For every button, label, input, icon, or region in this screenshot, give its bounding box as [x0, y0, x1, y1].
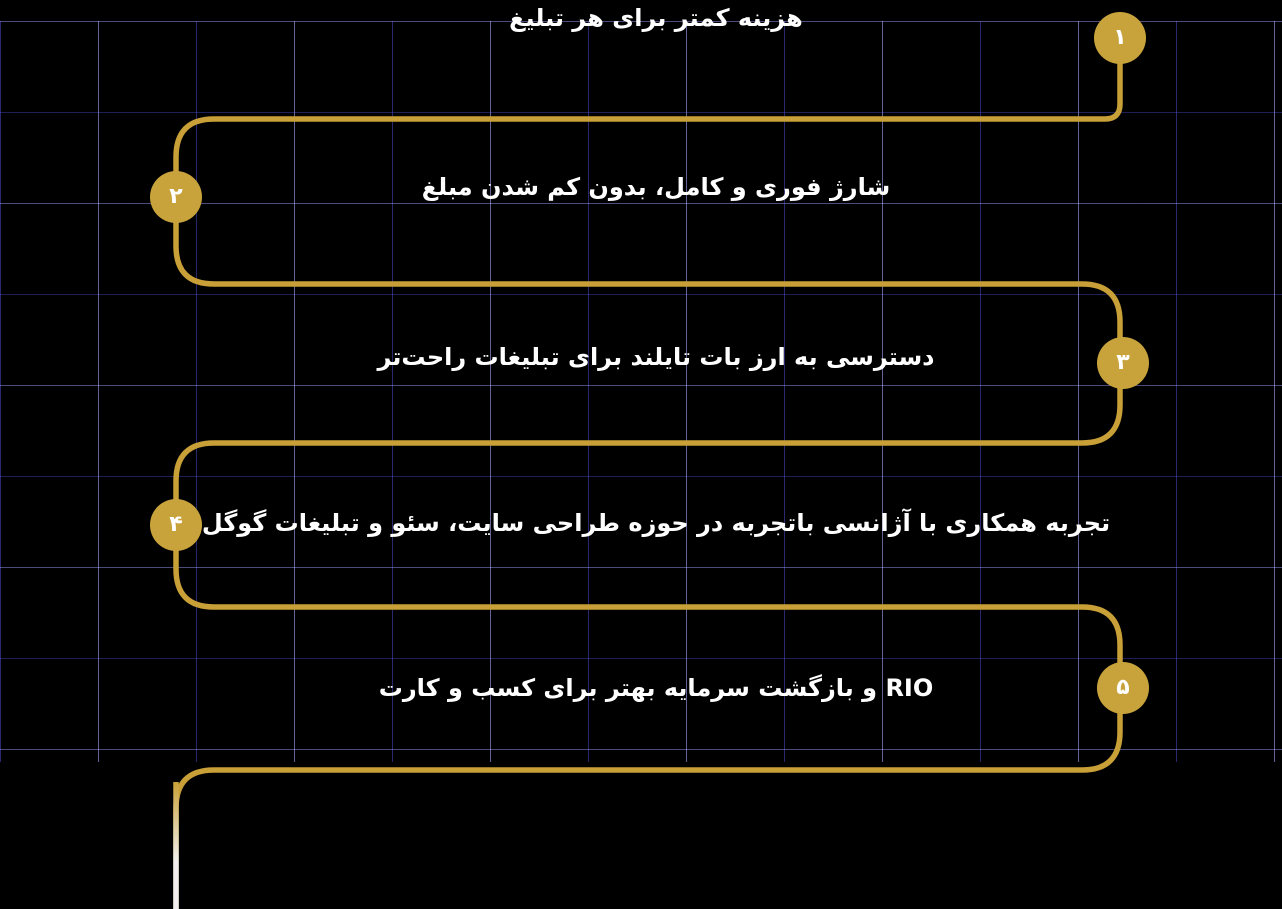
- step-number-5: ۵: [1116, 675, 1130, 700]
- step-number-2: ۲: [169, 184, 183, 209]
- step-number-3: ۳: [1116, 350, 1130, 375]
- step-label-5: RIO و بازگشت سرمایه بهتر برای کسب و کارت: [378, 674, 934, 702]
- background-grid: [0, 21, 1282, 762]
- step-label-2: شارژ فوری و کامل، بدون کم شدن مبلغ: [421, 173, 891, 201]
- step-number-1: ۱: [1113, 25, 1127, 50]
- step-badge-3: ۳: [1097, 337, 1149, 389]
- step-badge-2: ۲: [150, 171, 202, 223]
- step-label-4: تجربه همکاری با آژانسی باتجربه در حوزه ط…: [201, 509, 1111, 537]
- step-badge-4: ۴: [150, 499, 202, 551]
- step-badge-1: ۱: [1094, 12, 1146, 64]
- step-badge-5: ۵: [1097, 662, 1149, 714]
- step-label-1: هزینه کمتر برای هر تبلیغ: [509, 4, 803, 32]
- step-label-3: دسترسی به ارز بات تایلند برای تبلیغات را…: [377, 343, 935, 371]
- timeline-path: [173, 38, 1123, 909]
- step-number-4: ۴: [169, 512, 183, 537]
